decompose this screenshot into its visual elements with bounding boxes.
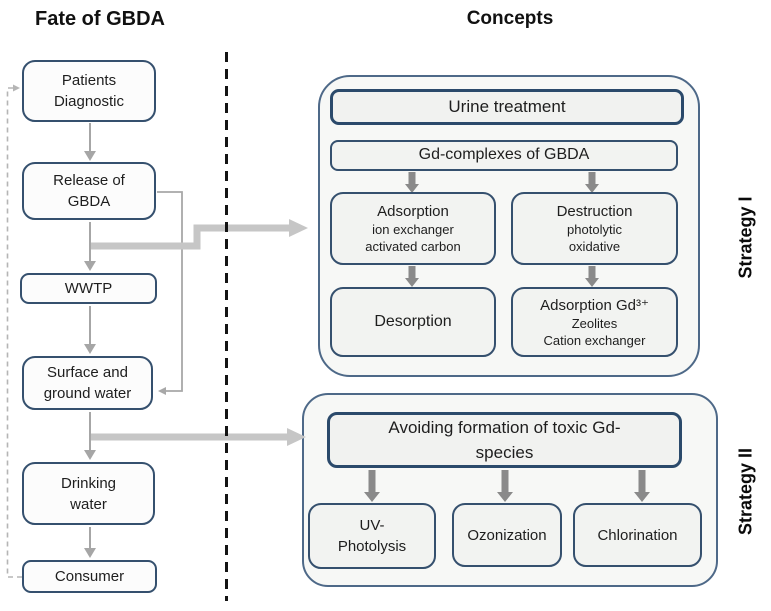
box-subtext: ion exchanger activated carbon	[365, 222, 461, 254]
fate-to-strategy1-arrow	[91, 224, 290, 250]
node-consumer: Consumer	[22, 560, 157, 593]
strategy2-box-chlorination: Chlorination	[573, 503, 702, 567]
node-patients-diagnostic: Patients Diagnostic	[22, 60, 156, 122]
fate-chain-arrows	[84, 123, 96, 558]
strategy1-box-adsorption: Adsorption ion exchanger activated carbo…	[330, 192, 496, 265]
node-release-of-gbda: Release of GBDA	[22, 162, 156, 220]
node-drinking-water: Drinking water	[22, 462, 155, 525]
node-wwtp: WWTP	[20, 273, 157, 304]
strategy1-box-desorption: Desorption	[330, 287, 496, 357]
strategy1-box-destruction: Destruction photolytic oxidative	[511, 192, 678, 265]
strategy1-source-box: Gd-complexes of GBDA	[330, 140, 678, 171]
strategy1-header: Urine treatment	[330, 89, 684, 125]
strategy1-down-arrows	[405, 172, 599, 287]
feedback-dashed-line	[6, 87, 22, 578]
box-title: Adsorption Gd³⁺	[540, 296, 649, 314]
strategy2-down-arrows	[364, 470, 650, 502]
release-to-surface-arrowhead	[158, 387, 166, 395]
box-title: Adsorption	[377, 203, 449, 221]
strategy1-side-label: Strategy I	[735, 196, 756, 279]
concepts-title: Concepts	[466, 8, 554, 29]
box-subtext: photolytic oxidative	[567, 222, 622, 254]
release-to-surface-line	[157, 191, 183, 392]
strategy2-box-ozonization: Ozonization	[452, 503, 562, 567]
box-title: Destruction	[556, 203, 633, 221]
fate-to-strategy1-arrowhead	[289, 219, 308, 237]
box-subtext: Zeolites Cation exchanger	[543, 315, 646, 348]
node-surface-ground-water: Surface and ground water	[22, 356, 153, 410]
feedback-arrowhead	[13, 84, 20, 92]
strategy2-box-uv-photolysis: UV- Photolysis	[308, 503, 436, 569]
fate-title: Fate of GBDA	[35, 8, 165, 30]
fate-to-strategy2-arrowhead	[287, 428, 306, 446]
strategy1-box-adsorption-gd: Adsorption Gd³⁺ Zeolites Cation exchange…	[511, 287, 678, 357]
strategy2-header: Avoiding formation of toxic Gd- species	[327, 412, 682, 468]
strategy2-side-label: Strategy II	[735, 447, 756, 536]
